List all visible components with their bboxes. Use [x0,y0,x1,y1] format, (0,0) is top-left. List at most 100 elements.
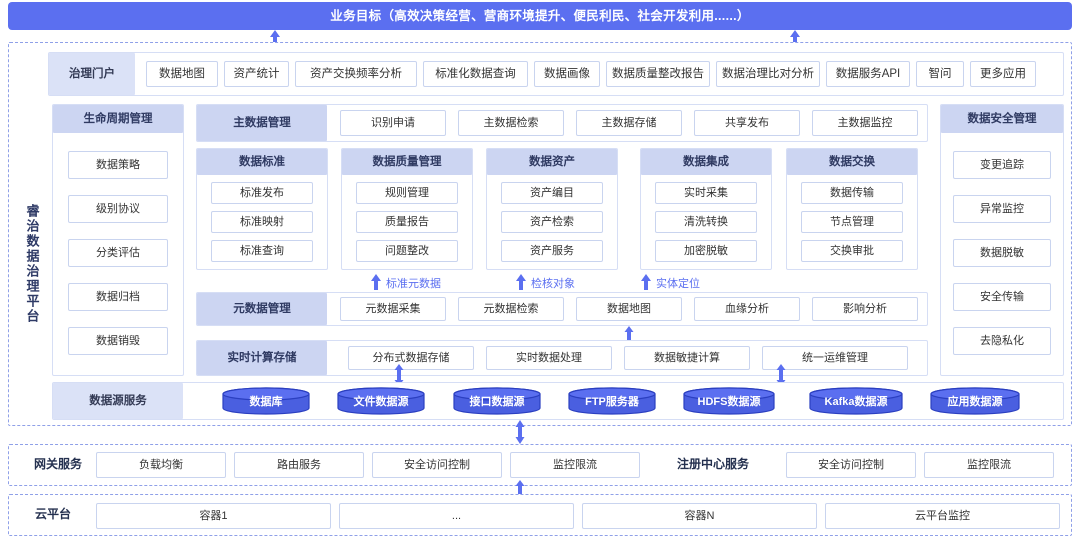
compute-item-2[interactable]: 数据敏捷计算 [624,346,750,370]
metadata-item-1[interactable]: 元数据检索 [458,297,564,321]
compute-title: 实时计算存储 [197,341,327,375]
datasource-label-0: 数据库 [249,396,283,408]
datasource-cylinder-1[interactable]: 文件数据源 [337,387,425,415]
group-0-item-1[interactable]: 标准映射 [211,211,313,233]
group-3-item-0[interactable]: 实时采集 [655,182,757,204]
portal-app-5[interactable]: 数据质量整改报告 [606,61,710,87]
group-1-item-0[interactable]: 规则管理 [356,182,458,204]
portal-app-7[interactable]: 数据服务API [826,61,910,87]
security-item-3[interactable]: 安全传输 [953,283,1051,311]
flow-label-2: 实体定位 [656,278,700,290]
flow-label-0: 标准元数据 [386,278,441,290]
group-4-item-1[interactable]: 节点管理 [801,211,903,233]
lifecycle-item-0[interactable]: 数据策略 [68,151,168,179]
group-3-item-2[interactable]: 加密脱敏 [655,240,757,262]
flow-up-arrow-1 [516,274,526,290]
business-goal-banner: 业务目标（高效决策经营、营商环境提升、便民利民、社会开发利用......） [8,2,1072,30]
gateway-title: 网关服务 [33,457,82,472]
datasource-label-1: 文件数据源 [353,396,409,408]
registry-item-1[interactable]: 监控限流 [924,452,1054,478]
datasource-cylinder-4[interactable]: HDFS数据源 [683,387,775,415]
portal-app-3[interactable]: 标准化数据查询 [423,61,528,87]
flow-arrow-compute-datasource-left [393,364,405,386]
group-title-4: 数据交换 [787,149,917,175]
group-3-item-1[interactable]: 清洗转换 [655,211,757,233]
group-1-item-2[interactable]: 问题整改 [356,240,458,262]
datasource-title: 数据源服务 [53,383,183,419]
lifecycle-item-1[interactable]: 级别协议 [68,195,168,223]
group-title-0: 数据标准 [197,149,327,175]
compute-item-0[interactable]: 分布式数据存储 [348,346,474,370]
metadata-title: 元数据管理 [197,293,327,325]
master-data-item-1[interactable]: 主数据检索 [458,110,564,136]
portal-app-6[interactable]: 数据治理比对分析 [716,61,820,87]
cloud-item-2[interactable]: 容器N [582,503,817,529]
lifecycle-title: 生命周期管理 [53,105,183,133]
portal-app-9[interactable]: 更多应用 [970,61,1036,87]
registry-title: 注册中心服务 [676,457,749,472]
datasource-cylinder-6[interactable]: 应用数据源 [930,387,1020,415]
metadata-item-4[interactable]: 影响分析 [812,297,918,321]
datasource-panel [52,382,1064,420]
security-item-0[interactable]: 变更追踪 [953,151,1051,179]
group-0-item-0[interactable]: 标准发布 [211,182,313,204]
master-data-item-4[interactable]: 主数据监控 [812,110,918,136]
cloud-item-3[interactable]: 云平台监控 [825,503,1060,529]
lifecycle-item-2[interactable]: 分类评估 [68,239,168,267]
datasource-cylinder-5[interactable]: Kafka数据源 [809,387,903,415]
group-4-item-2[interactable]: 交换审批 [801,240,903,262]
lifecycle-item-3[interactable]: 数据归档 [68,283,168,311]
gateway-item-0[interactable]: 负载均衡 [96,452,226,478]
datasource-label-3: FTP服务器 [585,396,639,408]
datasource-cylinder-0[interactable]: 数据库 [222,387,310,415]
compute-item-3[interactable]: 统一运维管理 [762,346,908,370]
registry-item-0[interactable]: 安全访问控制 [786,452,916,478]
cloud-title: 云平台 [34,507,71,522]
portal-app-8[interactable]: 智问 [916,61,964,87]
security-title: 数据安全管理 [941,105,1063,133]
portal-app-4[interactable]: 数据画像 [534,61,600,87]
master-data-item-2[interactable]: 主数据存储 [576,110,682,136]
group-title-3: 数据集成 [641,149,771,175]
master-data-item-3[interactable]: 共享发布 [694,110,800,136]
group-1-item-1[interactable]: 质量报告 [356,211,458,233]
gateway-item-1[interactable]: 路由服务 [234,452,364,478]
metadata-item-3[interactable]: 血缘分析 [694,297,800,321]
gateway-item-3[interactable]: 监控限流 [510,452,640,478]
metadata-item-2[interactable]: 数据地图 [576,297,682,321]
security-item-4[interactable]: 去隐私化 [953,327,1051,355]
flow-label-1: 检核对象 [531,278,575,290]
lifecycle-item-4[interactable]: 数据销毁 [68,327,168,355]
group-0-item-2[interactable]: 标准查询 [211,240,313,262]
portal-app-2[interactable]: 资产交换频率分析 [295,61,417,87]
portal-title: 治理门户 [49,53,135,95]
platform-vertical-title: 睿治数据治理平台 [24,204,40,324]
group-title-1: 数据质量管理 [342,149,472,175]
datasource-label-5: Kafka数据源 [824,396,888,408]
metadata-item-0[interactable]: 元数据采集 [340,297,446,321]
compute-item-1[interactable]: 实时数据处理 [486,346,612,370]
security-item-1[interactable]: 异常监控 [953,195,1051,223]
datasource-label-2: 接口数据源 [469,396,525,408]
datasource-cylinder-2[interactable]: 接口数据源 [453,387,541,415]
datasource-label-6: 应用数据源 [947,396,1003,408]
group-4-item-0[interactable]: 数据传输 [801,182,903,204]
group-2-item-1[interactable]: 资产检索 [501,211,603,233]
flow-up-arrow-2 [641,274,651,290]
portal-app-0[interactable]: 数据地图 [146,61,218,87]
cloud-item-0[interactable]: 容器1 [96,503,331,529]
gateway-item-2[interactable]: 安全访问控制 [372,452,502,478]
flow-arrow-compute-datasource-right [775,364,787,386]
group-2-item-2[interactable]: 资产服务 [501,240,603,262]
master-data-item-0[interactable]: 识别申请 [340,110,446,136]
cloud-item-1[interactable]: ... [339,503,574,529]
datasource-cylinder-3[interactable]: FTP服务器 [568,387,656,415]
group-2-item-0[interactable]: 资产编目 [501,182,603,204]
flow-up-arrow-0 [371,274,381,290]
group-title-2: 数据资产 [487,149,617,175]
datasource-label-4: HDFS数据源 [697,396,761,408]
portal-app-1[interactable]: 资产统计 [224,61,289,87]
security-item-2[interactable]: 数据脱敏 [953,239,1051,267]
master-data-title: 主数据管理 [197,105,327,141]
